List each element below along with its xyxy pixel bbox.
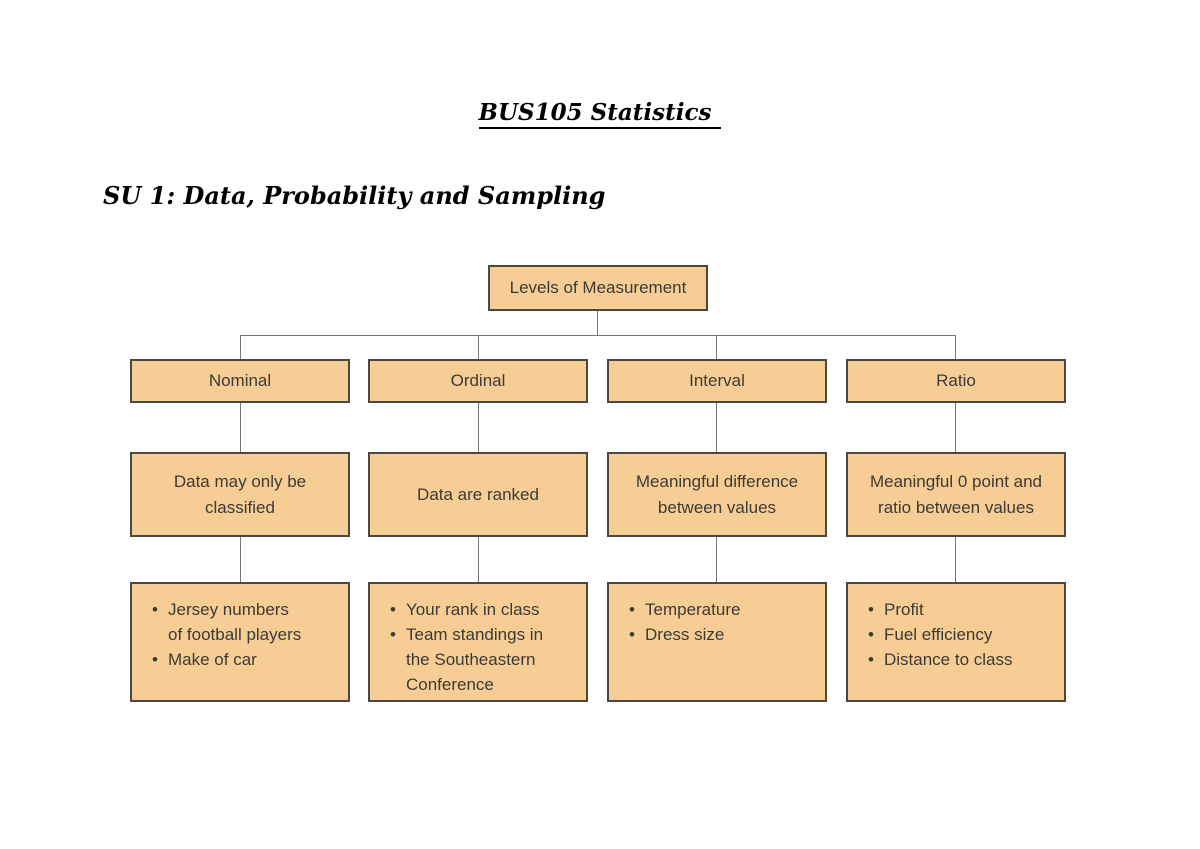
connector-drop-ratio: [955, 335, 956, 359]
connector-drop-nominal: [240, 335, 241, 359]
section-heading: SU 1: Data, Probability and Sampling: [103, 181, 606, 210]
examples-list: Temperature Dress size: [609, 584, 825, 647]
connector-level-def-ordinal: [478, 403, 479, 452]
example-item: Temperature: [629, 597, 815, 622]
document-title: BUS105 Statistics: [0, 99, 1200, 129]
connector-root-stem: [597, 311, 598, 335]
example-item: Make of car: [152, 647, 338, 672]
examples-list: Jersey numbers of football players Make …: [132, 584, 348, 672]
example-item: Dress size: [629, 622, 815, 647]
level-node-ordinal: Ordinal: [368, 359, 588, 403]
root-node: Levels of Measurement: [488, 265, 708, 311]
connector-def-ex-ordinal: [478, 537, 479, 582]
document-title-text: BUS105 Statistics: [478, 99, 722, 129]
level-label: Ratio: [936, 371, 976, 390]
root-node-label: Levels of Measurement: [509, 278, 687, 297]
connector-level-def-interval: [716, 403, 717, 452]
connector-def-ex-interval: [716, 537, 717, 582]
example-item: Profit: [868, 597, 1054, 622]
definition-node-nominal: Data may only be classified: [130, 452, 350, 537]
level-node-ratio: Ratio: [846, 359, 1066, 403]
connector-rail: [240, 335, 956, 336]
level-label: Ordinal: [450, 371, 506, 390]
examples-node-interval: Temperature Dress size: [607, 582, 827, 702]
examples-node-ordinal: Your rank in class Team standings in the…: [368, 582, 588, 702]
connector-def-ex-nominal: [240, 537, 241, 582]
level-label: Nominal: [208, 371, 272, 390]
definition-node-interval: Meaningful difference between values: [607, 452, 827, 537]
examples-node-ratio: Profit Fuel efficiency Distance to class: [846, 582, 1066, 702]
example-item: Team standings in the Southeastern Confe…: [390, 622, 576, 697]
example-item: Your rank in class: [390, 597, 576, 622]
connector-level-def-ratio: [955, 403, 956, 452]
level-node-nominal: Nominal: [130, 359, 350, 403]
example-item: Fuel efficiency: [868, 622, 1054, 647]
examples-list: Profit Fuel efficiency Distance to class: [848, 584, 1064, 672]
example-item: Jersey numbers of football players: [152, 597, 338, 647]
connector-level-def-nominal: [240, 403, 241, 452]
connector-drop-ordinal: [478, 335, 479, 359]
definition-node-ratio: Meaningful 0 point and ratio between val…: [846, 452, 1066, 537]
examples-node-nominal: Jersey numbers of football players Make …: [130, 582, 350, 702]
examples-list: Your rank in class Team standings in the…: [370, 584, 586, 697]
level-label: Interval: [689, 371, 745, 390]
connector-def-ex-ratio: [955, 537, 956, 582]
connector-drop-interval: [716, 335, 717, 359]
level-node-interval: Interval: [607, 359, 827, 403]
example-item: Distance to class: [868, 647, 1054, 672]
definition-node-ordinal: Data are ranked: [368, 452, 588, 537]
